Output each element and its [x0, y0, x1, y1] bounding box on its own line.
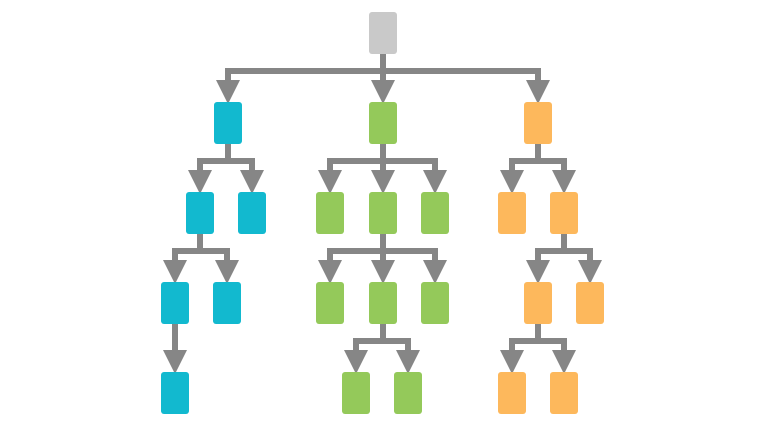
node-b2c: [421, 282, 449, 324]
node-b3: [421, 192, 449, 234]
node-a2: [238, 192, 266, 234]
node-a1: [186, 192, 214, 234]
node-b2b1: [342, 372, 370, 414]
node-b2b2: [394, 372, 422, 414]
node-c2: [550, 192, 578, 234]
node-b2b: [369, 282, 397, 324]
node-c2b: [576, 282, 604, 324]
node-c2a1: [498, 372, 526, 414]
node-a1a1: [161, 372, 189, 414]
node-b: [369, 102, 397, 144]
node-a1b: [213, 282, 241, 324]
node-c2a2: [550, 372, 578, 414]
connector-layer: [163, 54, 602, 374]
node-b1: [316, 192, 344, 234]
node-c1: [498, 192, 526, 234]
node-c2a: [524, 282, 552, 324]
node-layer: [161, 12, 604, 414]
node-a: [214, 102, 242, 144]
node-b2a: [316, 282, 344, 324]
node-a1a: [161, 282, 189, 324]
node-b2: [369, 192, 397, 234]
node-c: [524, 102, 552, 144]
node-root: [369, 12, 397, 54]
